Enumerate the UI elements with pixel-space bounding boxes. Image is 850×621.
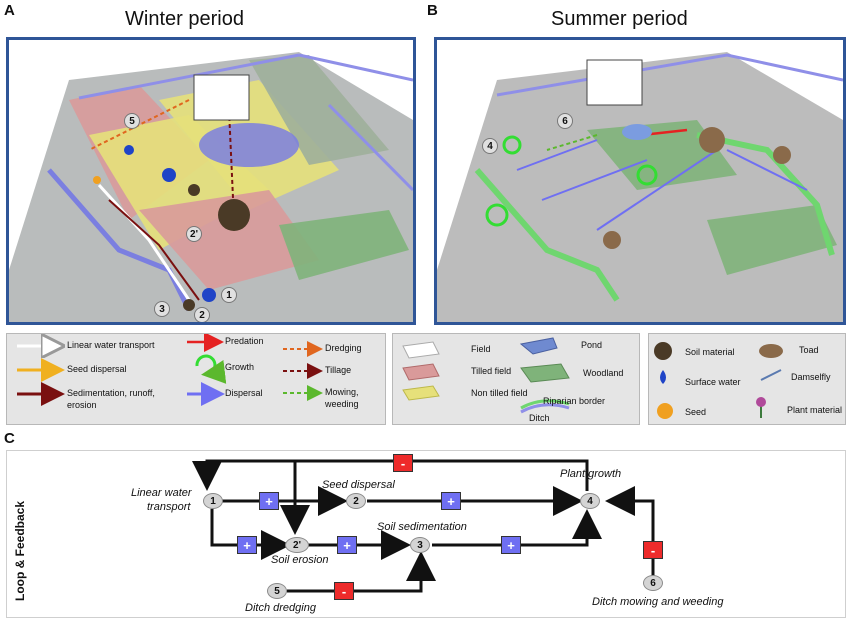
winter-label-2prime: 2' [186,226,202,242]
winter-scene: 5 2' 3 2 1 [6,37,416,325]
label-linear-water: Linear water [131,487,192,499]
panel-b-title: Summer period [551,8,688,30]
sign-minus-6-4: - [643,541,663,559]
summer-label-4: 4 [482,138,498,154]
label-transport: transport [147,501,191,513]
legend-weeding: weeding [325,399,359,409]
legend-non-tilled-field: Non tilled field [471,388,528,398]
legend-dredging: Dredging [325,343,362,353]
loop-feedback-label: Loop & Feedback [13,500,27,601]
legend-sedimentation: Sedimentation, runoff, [67,388,155,398]
label-seed-dispersal: Seed dispersal [322,479,395,491]
panel-a-letter: A [4,2,15,19]
legend-tillage: Tillage [325,365,352,375]
label-ditch-mowing: Ditch mowing and weeding [592,596,724,608]
sign-plus-1-2prime: + [237,536,257,554]
legend-growth: Growth [225,362,255,372]
legend-pond: Pond [581,340,603,350]
legend-riparian-border: Riparian border [543,396,606,406]
legend-seed: Seed [685,407,707,417]
node-2prime: 2' [285,537,309,553]
summer-landscape [437,52,843,322]
label-plant-growth: Plant growth [560,468,622,480]
legend-soil-material: Soil material [685,347,735,357]
legend-toad: Toad [799,345,819,355]
legend-entity-icons [654,342,783,419]
legend-process-arrows [17,334,323,406]
node-1: 1 [203,493,223,509]
loop-feedback-panel: Loop & Feedback 1 2 2' 3 4 5 6 - + + + +… [6,450,846,618]
legend-entities: Soil material Surface water Seed Toad Da… [648,333,846,425]
sign-plus-2prime-3: + [337,536,357,554]
legend-woodland: Woodland [583,368,624,378]
label-ditch-dredging: Ditch dredging [245,602,316,614]
panel-b-letter: B [427,2,438,19]
legend-dispersal: Dispersal [225,388,263,398]
label-soil-erosion: Soil erosion [271,554,329,566]
node-6: 6 [643,575,663,591]
legend-linear-water: Linear water transport [67,340,155,350]
legend-damselfly: Damselfly [791,372,831,382]
legend-mowing: Mowing, [325,387,359,397]
winter-label-5: 5 [124,113,140,129]
legend-plant-material: Plant material [787,405,843,415]
loop-diagram-arrows [192,459,655,593]
panel-c-letter: C [4,430,15,447]
sign-plus-3-4: + [501,536,521,554]
legend-seed-dispersal: Seed dispersal [67,364,127,374]
legend-ditch: Ditch [529,413,550,423]
label-soil-sedimentation: Soil sedimentation [377,521,467,533]
summer-scene: 6 4 [434,37,846,325]
winter-label-2: 2 [194,307,210,322]
legend-field: Field [471,344,491,354]
legend-tilled-field: Tilled field [471,366,512,376]
sign-plus-1-2: + [259,492,279,510]
panel-a-title: Winter period [125,8,244,30]
legend-landscape: Field Tilled field Non tilled field Pond… [392,333,640,425]
node-5: 5 [267,583,287,599]
legend-processes: Linear water transport Seed dispersal Se… [6,333,386,425]
legend-predation: Predation [225,336,264,346]
legend-surface-water: Surface water [685,377,741,387]
legend-erosion: erosion [67,400,97,410]
node-2: 2 [346,493,366,509]
node-3: 3 [410,537,430,553]
winter-landscape [9,52,413,322]
sign-minus-top: - [393,454,413,472]
sign-plus-2-4: + [441,492,461,510]
summer-label-6: 6 [557,113,573,129]
winter-label-3: 3 [154,301,170,317]
winter-label-1: 1 [221,287,237,303]
legend-landscape-swatches [402,337,570,414]
node-4: 4 [580,493,600,509]
sign-minus-5-3: - [334,582,354,600]
